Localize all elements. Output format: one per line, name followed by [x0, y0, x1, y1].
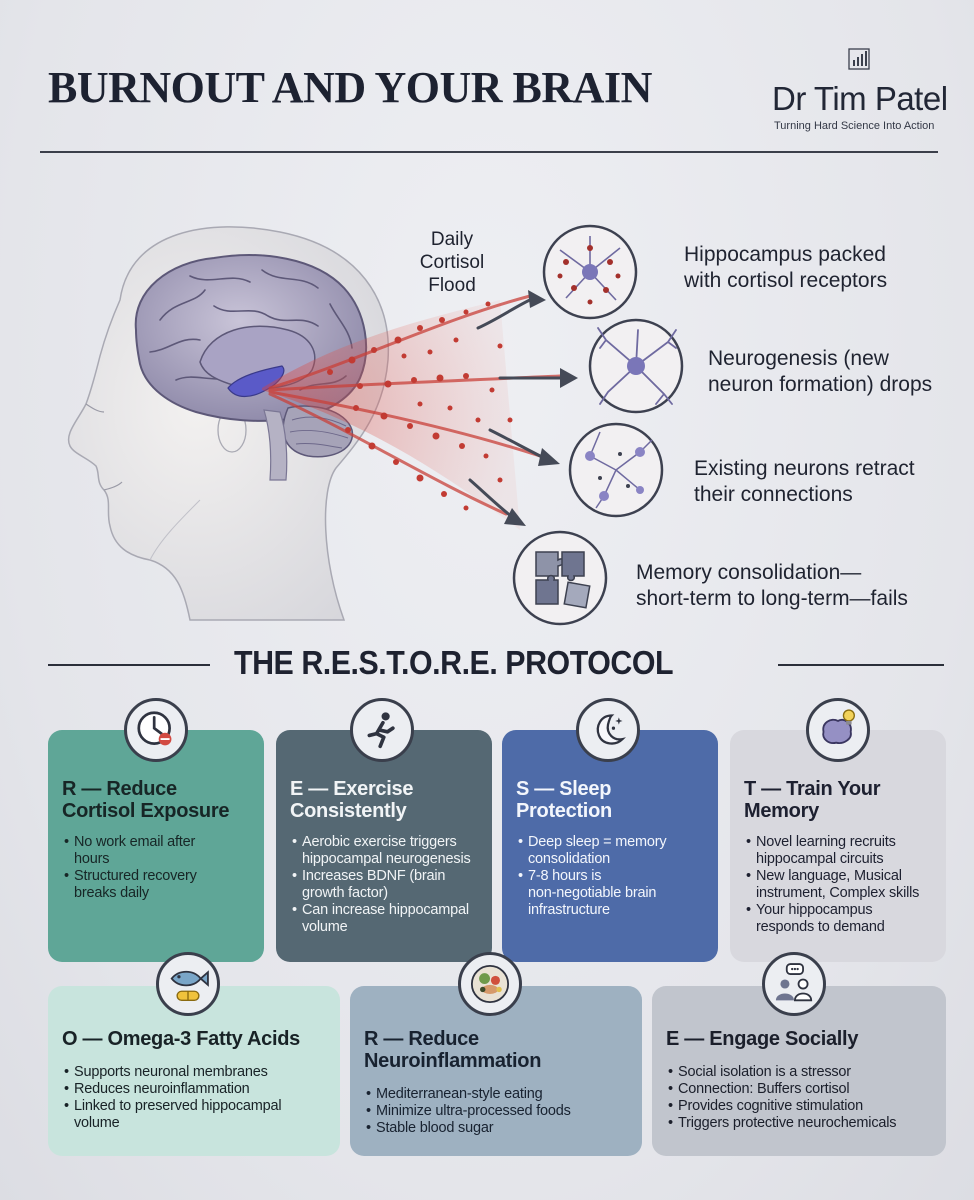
card-title: Memory [744, 800, 819, 822]
effect-icon-4 [512, 530, 608, 626]
card-title: Cortisol Exposure [62, 800, 230, 822]
effect-icon-3 [568, 422, 664, 518]
page-title: BURNOUT AND YOUR BRAIN [48, 63, 652, 112]
card-sleep: S — Sleep Protection Deep sleep = memory… [502, 730, 718, 962]
effect-line: with cortisol receptors [684, 269, 888, 292]
effect-text-neurogenesis: Neurogenesis (new neuron formation) drop… [708, 346, 932, 398]
effect-text-memory: Memory consolidation— short-term to long… [636, 560, 908, 612]
brain-lightbulb-icon [806, 698, 870, 762]
card-bullet: Minimize ultra-processed foods [366, 1103, 634, 1120]
card-bullet: Provides cognitive stimulation [668, 1098, 938, 1115]
effect-line: Memory consolidation— [636, 561, 862, 584]
effect-line: Hippocampus packed [684, 243, 886, 266]
card-train-memory: T — Train Your Memory Novel learning rec… [730, 730, 946, 962]
effect-text-hippocampus: Hippocampus packed with cortisol recepto… [684, 242, 887, 294]
card-bullet: Mediterranean-style eating [366, 1086, 634, 1103]
card-neuroinflammation: R — Reduce Neuroinflammation Mediterrane… [350, 986, 642, 1156]
section-rule-right [778, 664, 944, 666]
effect-text-connections: Existing neurons retract their connectio… [694, 456, 915, 508]
protocol-title: THE R.E.S.T.O.R.E. PROTOCOL [234, 644, 674, 681]
card-title: E — Engage Socially [666, 1028, 859, 1050]
card-bullet: Stable blood sugar [366, 1120, 634, 1137]
running-person-icon [350, 698, 414, 762]
author-tagline: Turning Hard Science Into Action [774, 120, 935, 132]
effect-line: Existing neurons retract [694, 457, 915, 480]
card-title: Consistently [290, 800, 407, 822]
effect-icon-1 [542, 224, 638, 320]
card-title: T — Train Your [744, 778, 881, 800]
card-exercise: E — Exercise Consistently Aerobic exerci… [276, 730, 492, 962]
food-bowl-icon [458, 952, 522, 1016]
card-bullet: Reduces neuroinflammation [64, 1081, 332, 1098]
moon-stars-icon [576, 698, 640, 762]
cortisol-label: Daily Cortisol Flood [418, 228, 486, 297]
chart-logo-icon [848, 48, 870, 70]
effect-line: neuron formation) drops [708, 373, 933, 396]
effect-line: Neurogenesis (new [708, 347, 889, 370]
author-name: Dr Tim Patel [772, 80, 948, 117]
card-title: R — Reduce [62, 778, 177, 800]
card-title: S — Sleep [516, 778, 612, 800]
card-title: E — Exercise [290, 778, 414, 800]
card-title: Neuroinflammation [364, 1050, 542, 1072]
brain-illustration [67, 224, 684, 626]
people-chat-icon [762, 952, 826, 1016]
card-title: O — Omega-3 Fatty Acids [62, 1028, 300, 1050]
card-title: Protection [516, 800, 612, 822]
card-bullet: Supports neuronal membranes [64, 1064, 332, 1081]
header-divider [40, 151, 938, 153]
card-bullet: Triggers protective neurochemicals [668, 1115, 938, 1132]
cortisol-label-line: Daily [430, 229, 474, 250]
fish-pill-icon [156, 952, 220, 1016]
cortisol-label-line: Flood [428, 275, 476, 296]
card-engage-socially: E — Engage Socially Social isolation is … [652, 986, 946, 1156]
card-reduce-cortisol: R — Reduce Cortisol Exposure No work ema… [48, 730, 264, 962]
effect-line: short-term to long-term—fails [636, 587, 908, 610]
section-rule-left [48, 664, 210, 666]
cortisol-label-line: Cortisol [419, 252, 485, 273]
effect-icon-2 [588, 318, 684, 414]
effect-line: their connections [694, 483, 853, 506]
card-bullet: Social isolation is a stressor [668, 1064, 938, 1081]
card-title: R — Reduce [364, 1028, 479, 1050]
clock-icon [124, 698, 188, 762]
card-bullet: Connection: Buffers cortisol [668, 1081, 938, 1098]
